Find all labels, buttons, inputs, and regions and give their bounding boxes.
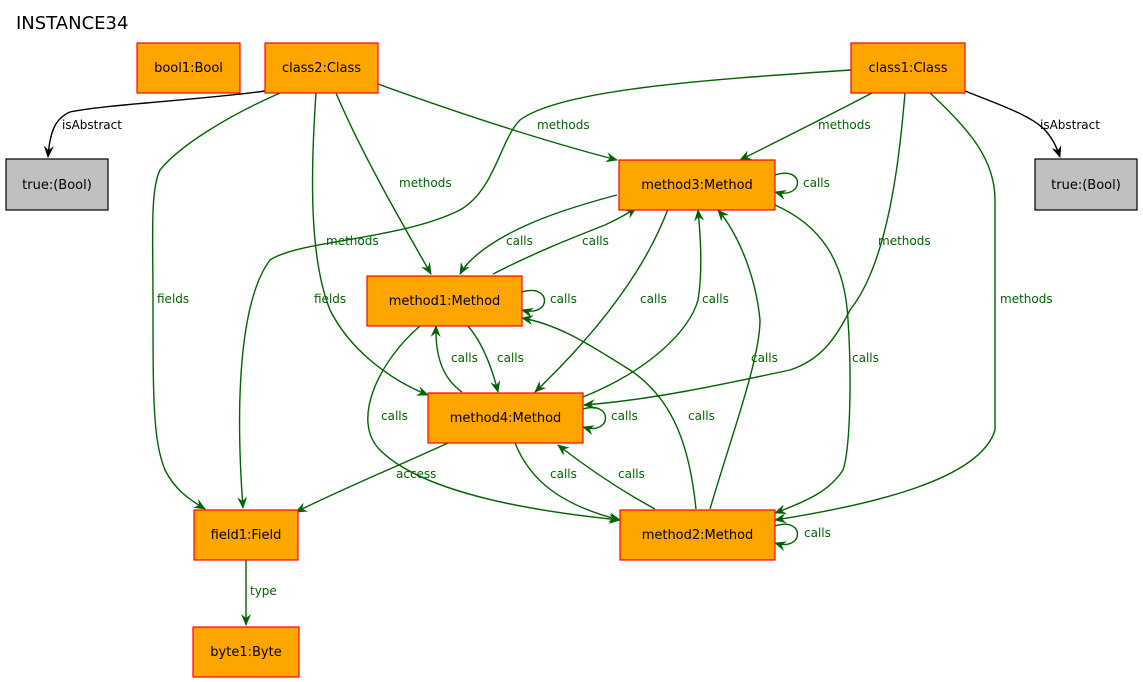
edge-method1-method4: calls (467, 325, 524, 393)
edge-class1-method4: methods (583, 92, 931, 410)
node-label: field1:Field (211, 528, 282, 543)
edge-label-calls: calls (582, 234, 609, 248)
edge-class1-true-right: isAbstract (964, 90, 1100, 158)
node-label: true:(Bool) (22, 178, 92, 193)
node-label: bool1:Bool (154, 61, 223, 76)
edge-method4-method1: calls (430, 325, 478, 393)
edge-label-calls: calls (640, 292, 667, 306)
edge-class2-method1: methods (335, 92, 452, 275)
edge-class1-method2: methods (774, 92, 1053, 524)
edge-method1-method3: calls (492, 207, 637, 275)
edge-label-isabstract: isAbstract (62, 118, 122, 132)
node-byte1[interactable]: byte1:Byte (192, 626, 300, 678)
edge-label-calls: calls (611, 409, 638, 423)
edge-label-calls: calls (852, 351, 879, 365)
node-class1[interactable]: class1:Class (850, 42, 966, 94)
nodes: bool1:Bool class2:Class class1:Class tru… (5, 42, 1138, 678)
edge-label-fields: fields (157, 292, 189, 306)
edge-label-calls: calls (381, 409, 408, 423)
edge-method1-self: calls (521, 289, 577, 318)
edge-label-calls: calls (550, 292, 577, 306)
edge-label-calls: calls (702, 292, 729, 306)
edge-label-calls: calls (751, 351, 778, 365)
edge-label-methods: methods (399, 176, 452, 190)
edge-method3-method1: calls (459, 194, 618, 275)
edge-method3-self: calls (774, 172, 830, 200)
node-true-left[interactable]: true:(Bool) (5, 158, 109, 211)
edge-field1-byte1: type (241, 560, 277, 626)
node-label: class2:Class (282, 61, 361, 76)
edge-label-calls: calls (688, 409, 715, 423)
edge-label-calls: calls (803, 176, 830, 190)
edge-label-methods: methods (537, 118, 590, 132)
node-label: method2:Method (642, 528, 754, 543)
edge-class2-field1: fields (151, 92, 281, 510)
edge-class2-method4: methods (311, 92, 429, 396)
edge-method4-method2: calls (514, 442, 621, 523)
edge-label-methods: methods (326, 234, 379, 248)
edge-label-fields: fields (314, 292, 346, 306)
node-field1[interactable]: field1:Field (193, 509, 299, 561)
edge-label-calls: calls (497, 351, 524, 365)
node-method4[interactable]: method4:Method (427, 392, 584, 444)
edge-label-type: type (250, 584, 277, 598)
node-label: method1:Method (389, 294, 501, 309)
edge-method1-method2: calls (367, 325, 621, 524)
edge-label-access: access (396, 467, 436, 481)
edge-label-calls: calls (804, 526, 831, 540)
node-label: true:(Bool) (1051, 178, 1121, 193)
node-label: method4:Method (450, 411, 562, 426)
edge-label-methods: methods (818, 118, 871, 132)
edge-label-isabstract: isAbstract (1040, 118, 1100, 132)
node-true-right[interactable]: true:(Bool) (1034, 158, 1138, 211)
edge-label-calls: calls (550, 467, 577, 481)
edge-label-calls: calls (451, 351, 478, 365)
node-label: method3:Method (641, 178, 753, 193)
edge-label-methods: methods (878, 234, 931, 248)
edge-method2-method3: calls (709, 209, 778, 510)
edge-class2-method3: methods (377, 83, 618, 163)
node-bool1[interactable]: bool1:Bool (136, 42, 241, 94)
edge-method2-method1: calls (521, 315, 715, 510)
edge-method4-method3: calls (582, 209, 729, 398)
node-method2[interactable]: method2:Method (619, 509, 776, 561)
edge-label-calls: calls (506, 234, 533, 248)
node-label: byte1:Byte (210, 645, 281, 660)
edge-class1-field1: fields (237, 69, 852, 509)
edge-method4-field1: access (295, 442, 449, 513)
edge-label-methods: methods (1000, 292, 1053, 306)
edge-method2-self: calls (774, 523, 831, 551)
edge-method3-method4: calls (534, 208, 669, 393)
node-label: class1:Class (868, 61, 947, 76)
edge-method3-method2: calls (774, 204, 879, 514)
edge-method2-method4: calls (557, 444, 656, 510)
edge-class1-method3: methods (739, 92, 873, 161)
edge-method4-self: calls (582, 406, 638, 435)
node-class2[interactable]: class2:Class (264, 42, 379, 94)
diagram-title: INSTANCE34 (16, 13, 128, 34)
node-method3[interactable]: method3:Method (618, 159, 776, 211)
node-method1[interactable]: method1:Method (366, 275, 523, 327)
edge-label-calls: calls (618, 467, 645, 481)
edge-class2-true-left: isAbstract (43, 90, 266, 158)
edges: isAbstract fields methods methods method… (43, 69, 1100, 626)
